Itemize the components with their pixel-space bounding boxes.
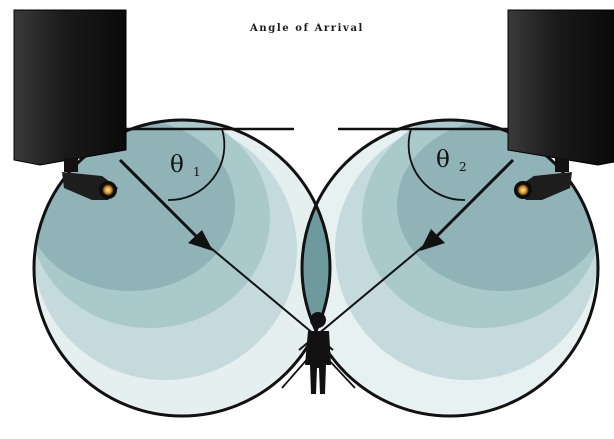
- left-arrow-icon: [118, 158, 213, 251]
- theta-2-arc: [407, 128, 466, 201]
- theta-2-label: θ 2: [436, 147, 467, 174]
- right-arrow-icon: [420, 158, 515, 251]
- theta-1-arc: [167, 128, 226, 201]
- theta-2-symbol: θ: [436, 147, 450, 173]
- left-range-outline: [32, 118, 332, 418]
- person-icon: [305, 312, 331, 394]
- right-range-outline: [300, 118, 600, 418]
- right-camera-icon: [514, 172, 572, 200]
- theta-1-symbol: θ: [170, 152, 184, 178]
- theta-1-subscript: 1: [193, 165, 201, 179]
- left-camera-icon: [62, 172, 118, 200]
- theta-2-subscript: 2: [459, 160, 467, 174]
- right-antenna-panel-icon: [507, 9, 614, 200]
- theta-1-label: θ 1: [170, 152, 201, 179]
- left-antenna-panel-icon: [13, 9, 127, 200]
- diagram-title: Angle of Arrival: [249, 23, 364, 34]
